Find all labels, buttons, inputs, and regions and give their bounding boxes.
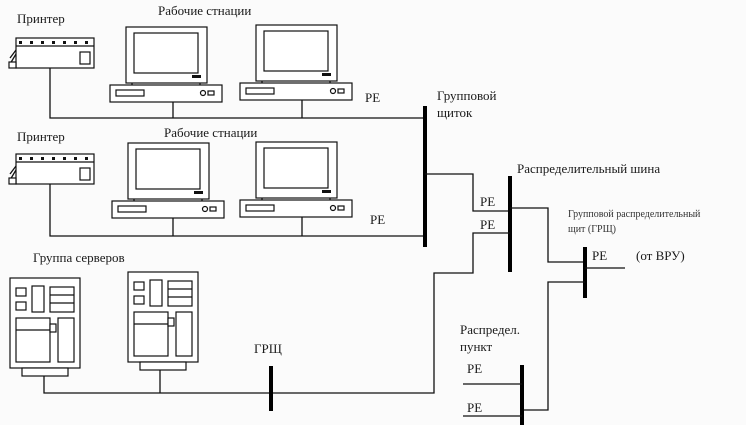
pe-label: PE <box>365 90 380 105</box>
from-vru-label: (от ВРУ) <box>636 248 685 263</box>
workstation-4-icon <box>239 141 353 218</box>
grsch-title-label: Групповой распределительный <box>568 209 701 220</box>
pe-label: PE <box>480 194 495 209</box>
row2-cable <box>49 184 425 237</box>
distribution-bus-label: Распределительный шина <box>517 161 660 176</box>
workstations-1-label: Рабочие стнации <box>158 3 251 18</box>
distribution-point-label: пункт <box>460 339 493 354</box>
grsch-bus-label: ГРЩ <box>254 341 282 356</box>
workstation-3-icon <box>111 142 225 219</box>
printer-1-icon <box>8 37 95 69</box>
group-panel-label: Групповой <box>437 88 496 103</box>
pe-label: PE <box>370 212 385 227</box>
row1-cable <box>49 68 425 119</box>
printer-2-label: Принтер <box>17 129 65 144</box>
grsch-title-label: щит (ГРЩ) <box>568 224 616 235</box>
server-group-label: Группа серверов <box>33 250 125 265</box>
pe-label: PE <box>480 217 495 232</box>
workstation-1-icon <box>109 26 223 103</box>
grsch-feed <box>510 207 585 263</box>
workstations-2-label: Рабочие стнации <box>164 125 257 140</box>
server-1-icon <box>9 277 81 377</box>
grsch-outputs <box>522 267 625 411</box>
workstation-2-icon <box>239 24 353 101</box>
group-panel-feed <box>425 173 510 212</box>
group-panel-label: щиток <box>437 105 473 120</box>
distribution-point-label: Распредел. <box>460 322 520 337</box>
printer-1-label: Принтер <box>17 11 65 26</box>
pe-label: PE <box>592 248 607 263</box>
pe-label: PE <box>467 361 482 376</box>
printer-2-icon <box>8 153 95 185</box>
pe-label: PE <box>467 400 482 415</box>
server-2-icon <box>127 271 199 371</box>
distribution-point-outputs <box>463 383 522 417</box>
